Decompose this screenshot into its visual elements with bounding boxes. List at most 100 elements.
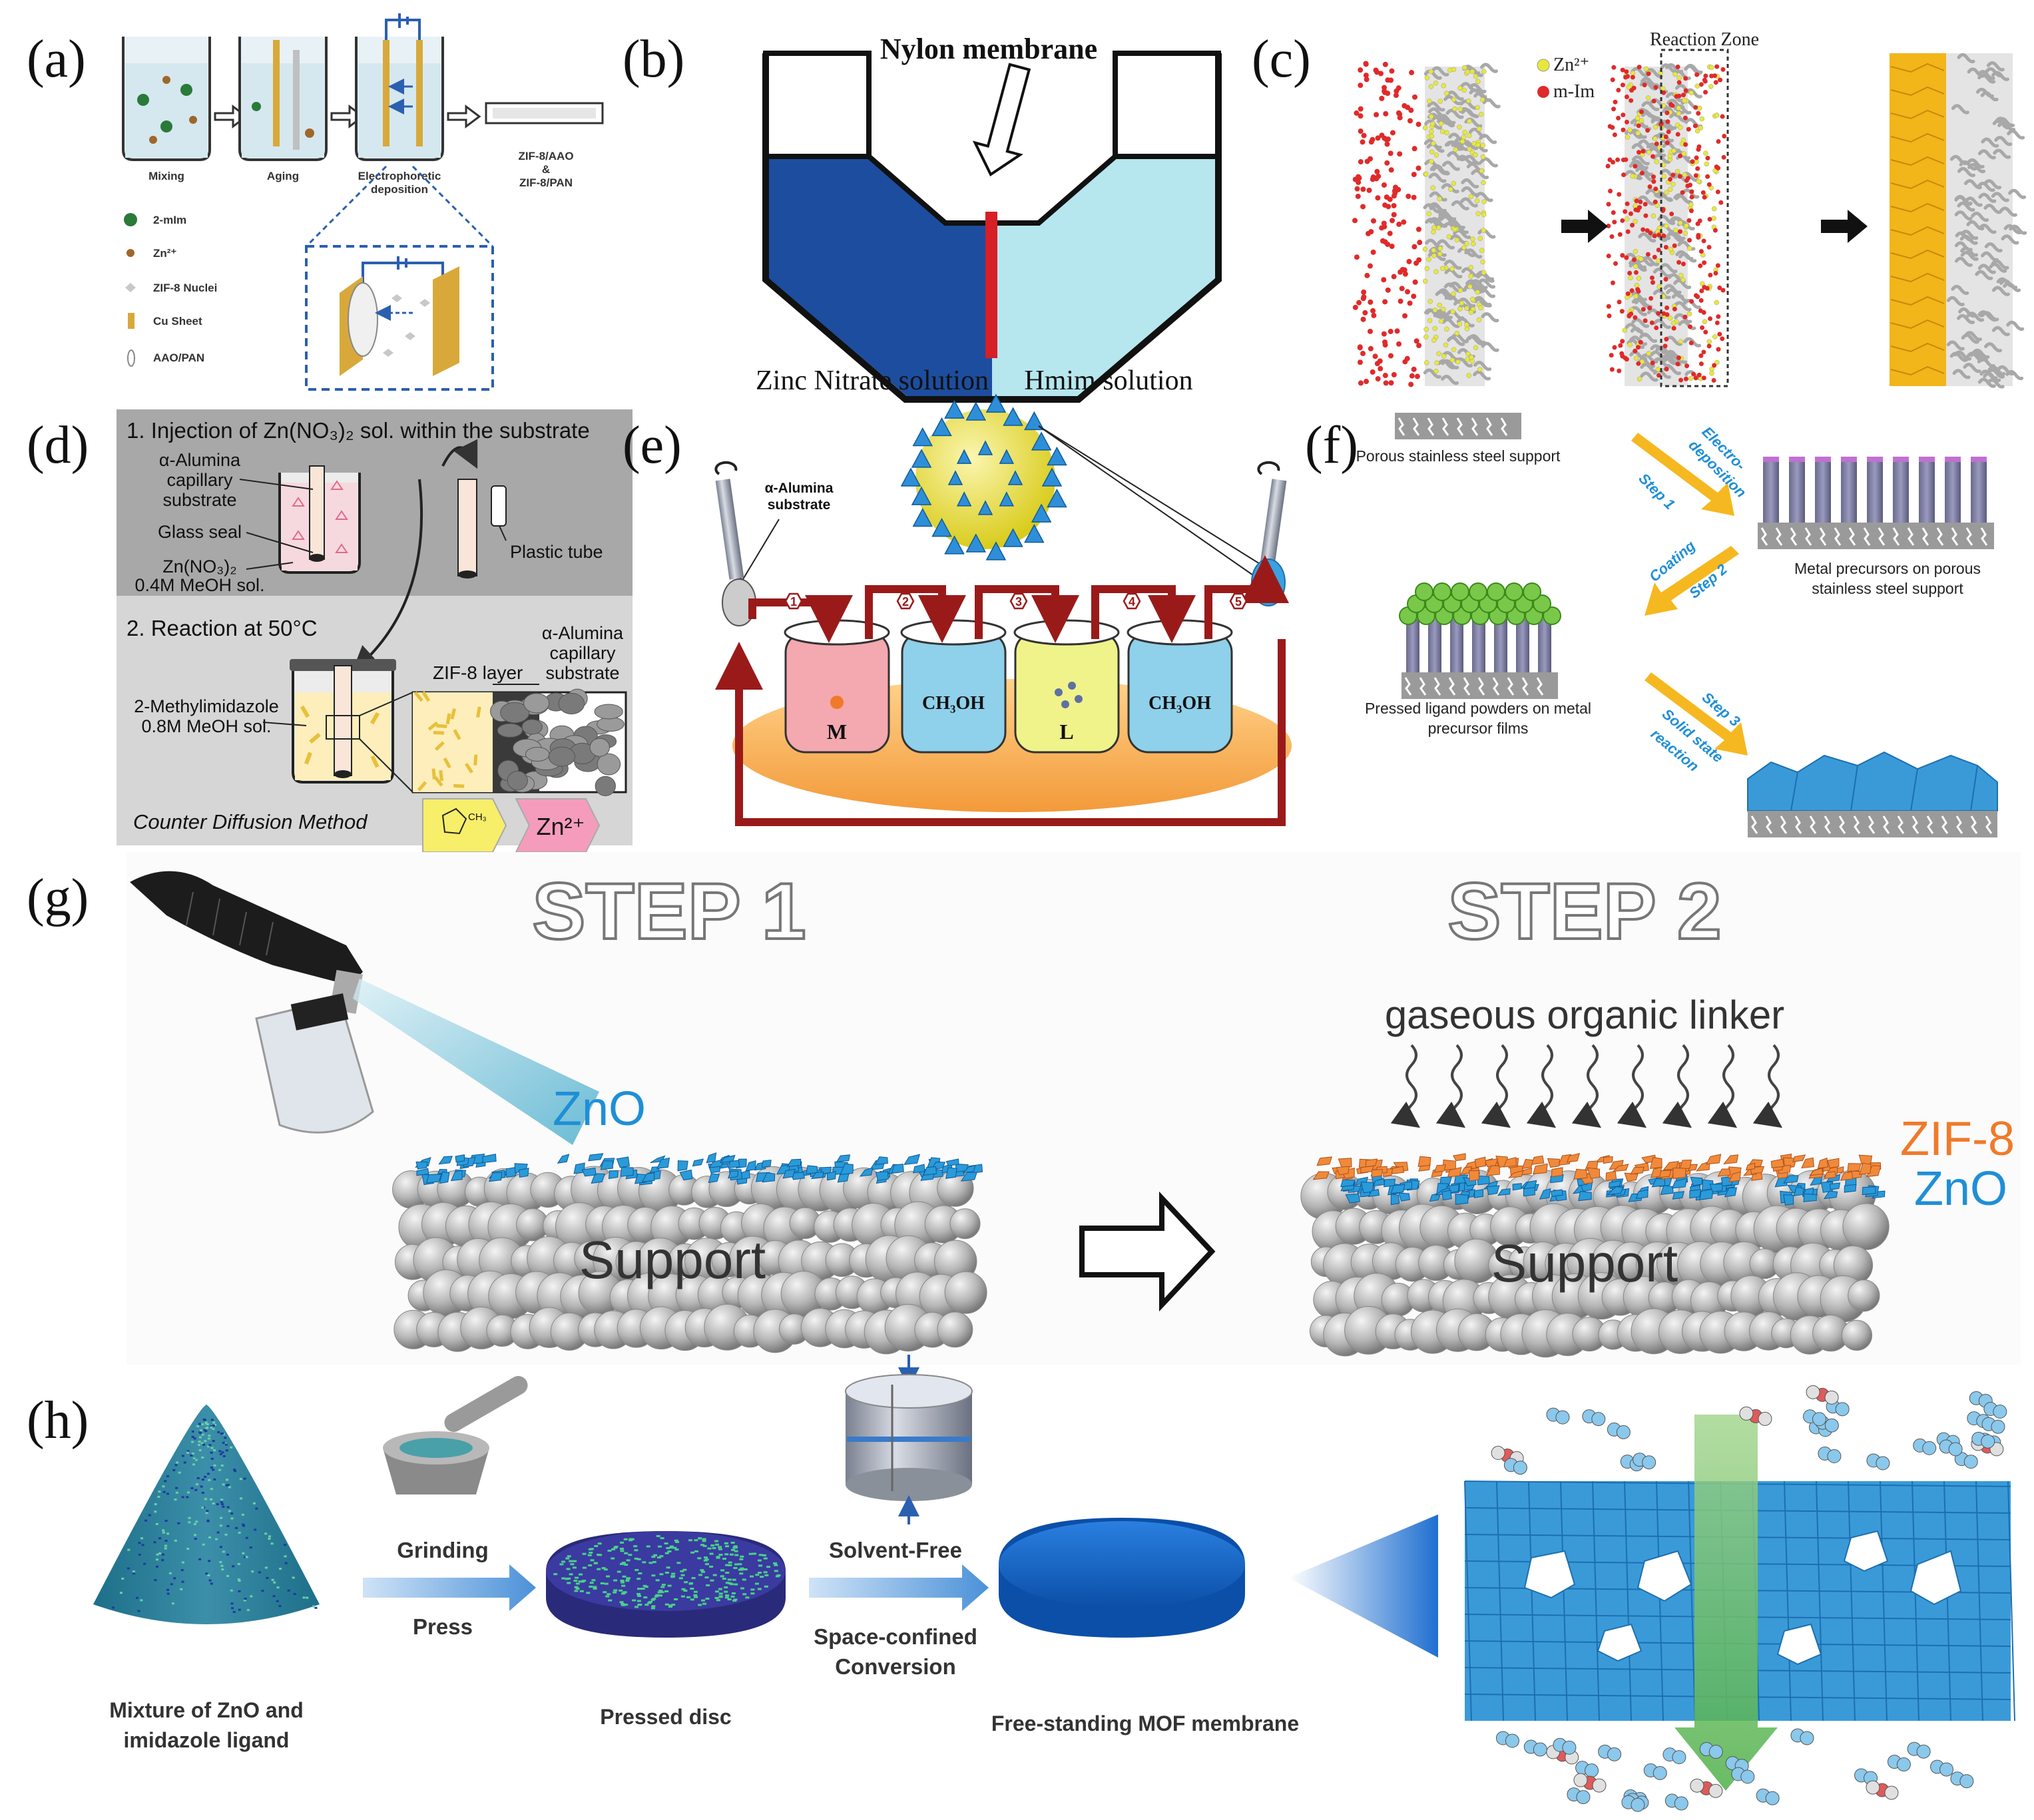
beaker-m: M (784, 619, 890, 754)
step1-arrow (1631, 433, 1734, 516)
pressed-disc-label: Pressed disc (600, 1705, 731, 1729)
method-label: Counter Diffusion Method (133, 810, 368, 833)
permeation-arrow (1674, 1415, 1778, 1791)
legend-a: 2-mIm Zn²⁺ ZIF-8 Nuclei Cu Sheet AAO/PAN (124, 213, 217, 367)
substrate-label: substrate (162, 490, 236, 510)
plastic-tube (457, 479, 477, 576)
u-vessel (762, 53, 1222, 403)
ligand-text: CH₃ (468, 811, 487, 823)
step-label: Aging (267, 170, 299, 182)
step-number: 1 (790, 595, 797, 608)
panel-label-a: (a) (27, 30, 86, 89)
arrow-icon (363, 1564, 536, 1611)
beaker-l: L (1013, 619, 1120, 754)
airbrush-icon (130, 871, 599, 1145)
panel-e: (e) α-Alumina substrate M (623, 393, 1292, 826)
step-number: 5 (1235, 595, 1242, 608)
zinc-nitrate-solution (769, 156, 992, 396)
mim-solution-label: 0.8M MeOH sol. (141, 716, 271, 736)
substrate-label: substrate (768, 497, 831, 513)
panel-c: (c) Reaction Zone Zn²⁺ m-Im (1252, 29, 2027, 389)
step-number: 4 (1129, 595, 1135, 608)
beaker-ch3oh: CH₃OH (900, 619, 1007, 754)
panel-a: (a) (27, 13, 604, 391)
panel-f: (f) Porous stainless steel support Elect… (1305, 413, 1998, 837)
substrate-holder (1251, 461, 1287, 606)
step-label: ZIF-8/PAN (519, 176, 573, 189)
legend-item: ZIF-8 Nuclei (153, 282, 217, 294)
step-label: Electrophoretic (358, 170, 441, 182)
precursors-label: Metal precursors on porous (1794, 560, 1981, 577)
panel-label-c: (c) (1252, 30, 1311, 89)
conversion-label: Space-confined (814, 1624, 977, 1649)
beaker-label: L (1059, 720, 1073, 744)
zoom-box (305, 245, 494, 391)
panel-b: (b) Nylon membrane Zinc Nitrate solution… (623, 30, 1222, 403)
arrow-icon (447, 105, 481, 128)
arrow-icon (972, 63, 1031, 177)
arrow-icon (1079, 1191, 1216, 1312)
substrate-label: capillary (549, 643, 616, 663)
legend-item: 2-mIm (153, 214, 186, 226)
reaction-zone-label: Reaction Zone (1650, 29, 1759, 50)
zn-badge-text: Zn²⁺ (536, 813, 585, 840)
panel-label-e: (e) (623, 416, 682, 475)
panel-label-g: (g) (27, 869, 89, 927)
substrate-holder (714, 461, 756, 626)
legend-item: AAO/PAN (153, 351, 204, 364)
beaker-aging (238, 37, 328, 161)
ligand-badge (422, 798, 507, 853)
porous-support (1946, 53, 2013, 386)
membrane-label: Nylon membrane (880, 33, 1097, 65)
support-label: Support (1491, 1234, 1678, 1293)
zif8-layer (1312, 1152, 1882, 1184)
step-label: Mixing (148, 170, 184, 182)
step2-arrow (1645, 546, 1739, 616)
mof-membrane-label: Free-standing MOF membrane (991, 1711, 1299, 1735)
gaseous-linker-label: gaseous organic linker (1385, 993, 1784, 1037)
zif8-cage (900, 393, 1067, 561)
mim-solution-label: 2-Methylimidazole (134, 696, 279, 716)
step-number: 3 (1015, 595, 1022, 608)
beaker-label: M (827, 720, 847, 744)
grinding-label: Grinding (397, 1538, 488, 1562)
solvent-free-label: Solvent-Free (829, 1538, 962, 1562)
precursors-label: stainless steel support (1812, 580, 1963, 597)
legend-item: m-Im (1553, 81, 1595, 102)
step-label: deposition (371, 183, 428, 196)
legend-item: Zn²⁺ (1553, 55, 1589, 75)
step1-background (117, 409, 633, 596)
beaker-mixing (122, 37, 211, 161)
conversion-label: Conversion (835, 1654, 956, 1679)
substrate-label: α-Alumina (159, 450, 241, 470)
arrow-icon (809, 1564, 989, 1611)
panel-g: (g) STEP 1 STEP 2 ZnO Support gaseous or… (27, 852, 2021, 1365)
zoom-detail (340, 256, 459, 376)
steel-support (1395, 413, 1521, 439)
step3-arrow (1645, 672, 1748, 756)
panel-label-d: (d) (27, 416, 89, 475)
gas-arrows (1390, 1044, 1783, 1128)
mixture-label: Mixture of ZnO and (109, 1698, 304, 1722)
flow-arrows (715, 555, 1289, 826)
zno-layer (415, 1152, 983, 1186)
step-label: ZIF-8/AAO (518, 150, 573, 162)
panel-d: (d) 1. Injection of Zn(NO₃)₂ sol. within… (27, 409, 633, 853)
legend-item: Cu Sheet (153, 315, 202, 328)
step2-title: 2. Reaction at 50°C (127, 616, 318, 640)
substrate-label: capillary (166, 470, 233, 490)
substrate-label: α-Alumina (765, 481, 834, 496)
zno-label: ZnO (553, 1082, 646, 1136)
mof-crystal-layer (1747, 751, 1998, 811)
reactant-dots (1352, 61, 1423, 387)
zn-solution-label: Zn(NO₃)₂ (162, 557, 236, 576)
right-solution-label: Hmim solution (1024, 365, 1192, 396)
substrate-label: substrate (545, 663, 619, 683)
membrane-closeup (1464, 1415, 2015, 1791)
zif8-label: ZIF-8 (1900, 1112, 2015, 1166)
left-solution-label: Zinc Nitrate solution (756, 365, 989, 396)
press-label: Press (413, 1614, 473, 1639)
beaker-label: CH₃OH (922, 693, 985, 714)
step2-heading: STEP 2 (1447, 867, 1721, 956)
panel-label-h: (h) (27, 1391, 89, 1450)
